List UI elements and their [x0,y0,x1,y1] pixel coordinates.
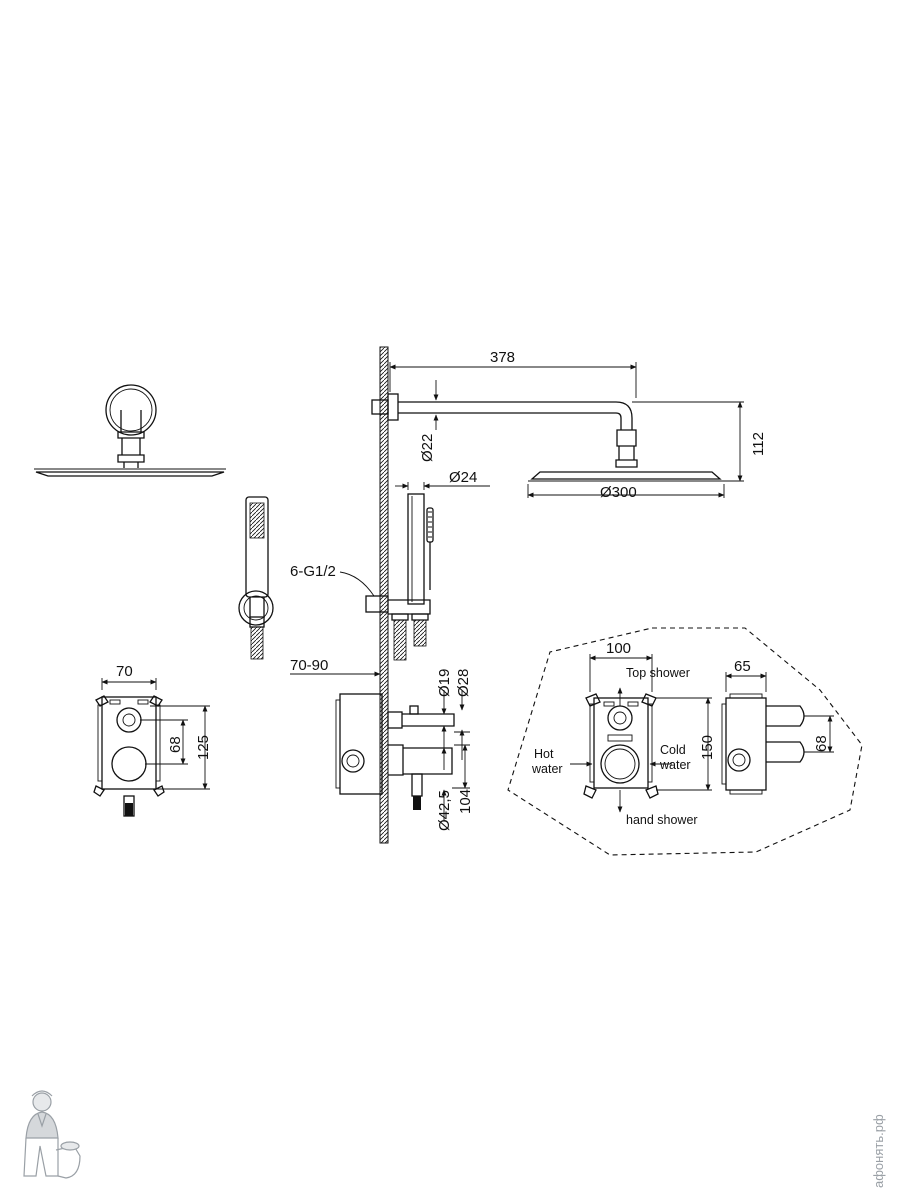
dim-valve-height: 150 [699,735,716,760]
label-top-shower: Top shower [626,666,690,680]
hand-shower-drawing [238,496,274,660]
slide-rail [339,482,490,661]
dim-connection: 6-G1/2 [290,563,336,580]
dim-escutcheon-h: 104 [457,789,474,814]
dim-arm-length: 378 [490,349,515,366]
mascot-logo [23,1090,81,1179]
dim-side-width: 65 [734,658,751,675]
detail-outline [507,627,863,856]
dim-head-diameter: Ø300 [600,484,637,501]
valve-box-detail [570,654,712,813]
valve-side-detail [721,672,834,795]
mixer-side-view [290,668,470,820]
label-hand-shower: hand shower [626,813,698,827]
label-cold-line1: Cold [660,743,686,757]
box-front-view [93,678,210,817]
dim-escutcheon-d: Ø42,5 [436,790,453,831]
dim-wall-depth: 70-90 [290,657,328,674]
dim-box-width: 70 [116,663,133,680]
label-hot-line2: water [531,762,563,776]
watermark: афонять.рф [871,1114,886,1188]
dim-side-spacing: 68 [813,735,830,752]
dim-rail-diameter: Ø24 [449,469,477,486]
dim-spout-d19: Ø19 [436,669,453,697]
shower-arm-side-view [371,362,744,498]
dim-valve-width: 100 [606,640,631,657]
dim-spout-d28: Ø28 [455,669,472,697]
dim-drop: 112 [750,432,767,456]
label-hot-line1: Hot [534,747,554,761]
label-cold-line2: water [659,758,691,772]
dim-arm-diameter: Ø22 [419,434,436,462]
dim-box-spacing: 68 [167,736,184,753]
shower-head-top-view [34,384,226,477]
wall-section [379,346,389,844]
dim-box-height: 125 [195,735,212,760]
